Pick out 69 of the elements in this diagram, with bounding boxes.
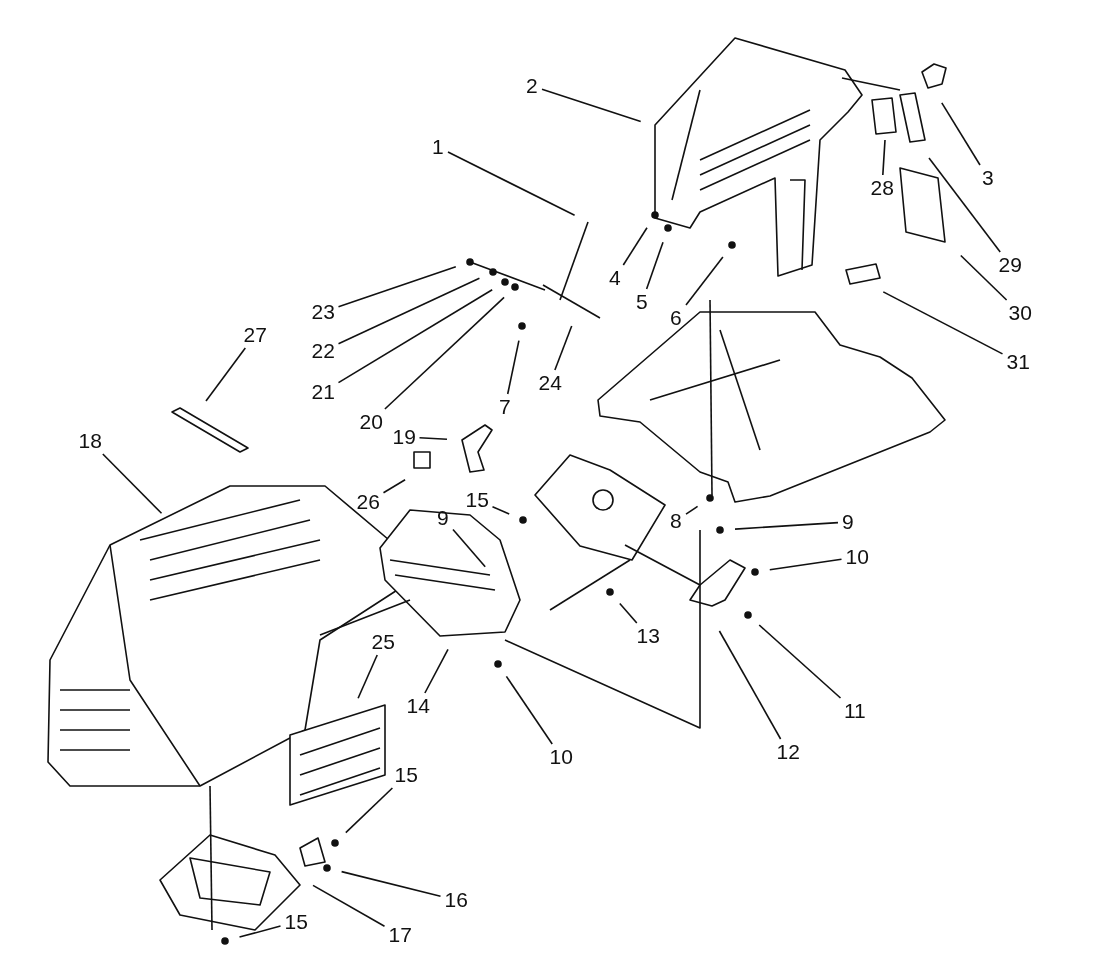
leader-line	[554, 325, 573, 371]
leader-line	[384, 296, 505, 410]
callout-number: 24	[537, 372, 563, 394]
leader-line	[758, 624, 842, 699]
leader-line	[734, 521, 839, 530]
leader-line	[424, 648, 449, 694]
leader-line	[769, 558, 843, 571]
leader-line	[941, 102, 981, 166]
leader-line	[102, 453, 163, 515]
callout-number: 2	[525, 75, 539, 97]
leader-line	[452, 528, 486, 568]
callout-number: 15	[464, 489, 490, 511]
callout-number: 5	[635, 291, 649, 313]
leader-line	[345, 787, 394, 834]
callout-number: 17	[387, 924, 413, 946]
leader-line	[882, 291, 1004, 355]
leader-line	[382, 478, 406, 494]
leader-line	[491, 505, 510, 515]
leader-line	[645, 241, 664, 290]
callout-number: 3	[981, 167, 995, 189]
callout-number: 9	[841, 511, 855, 533]
leader-line	[505, 675, 553, 745]
callout-number: 27	[242, 324, 268, 346]
callout-number: 15	[283, 911, 309, 933]
leader-line	[447, 151, 576, 217]
callout-number: 23	[310, 301, 336, 323]
callout-number: 8	[669, 510, 683, 532]
callout-number: 6	[669, 307, 683, 329]
leader-line	[622, 226, 648, 266]
leader-line	[685, 256, 724, 306]
callout-number: 11	[843, 700, 867, 722]
callout-number: 28	[869, 177, 895, 199]
leader-line	[619, 602, 638, 624]
leader-line	[337, 289, 493, 384]
leader-line	[541, 88, 642, 123]
callout-number: 31	[1005, 351, 1031, 373]
callout-number: 18	[77, 430, 103, 452]
leader-line	[337, 266, 457, 308]
callout-number: 10	[844, 546, 870, 568]
callout-number: 16	[443, 889, 469, 911]
leader-line	[238, 925, 282, 938]
leader-line	[685, 505, 699, 515]
callout-number: 12	[775, 741, 801, 763]
leader-line	[928, 157, 1001, 253]
leader-line	[357, 654, 378, 700]
leader-line	[960, 254, 1008, 301]
callout-number: 22	[310, 340, 336, 362]
leader-line	[205, 347, 247, 402]
leader-line	[418, 437, 448, 440]
callout-number: 13	[635, 625, 661, 647]
callout-number: 20	[358, 411, 384, 433]
callout-number: 15	[393, 764, 419, 786]
callout-number: 26	[355, 491, 381, 513]
callout-number: 4	[608, 267, 622, 289]
leader-line	[882, 139, 886, 176]
callout-number: 19	[391, 426, 417, 448]
leader-line	[337, 277, 481, 345]
leader-line	[312, 884, 386, 927]
leader-line	[506, 339, 520, 395]
callout-number: 29	[997, 254, 1023, 276]
leader-line	[340, 870, 442, 897]
callout-number: 30	[1007, 302, 1033, 324]
callout-number: 25	[370, 631, 396, 653]
callout-number: 21	[310, 381, 336, 403]
callout-number: 10	[548, 746, 574, 768]
callout-number: 14	[405, 695, 431, 717]
leader-line	[718, 630, 782, 740]
callout-number: 7	[498, 396, 512, 418]
callout-number: 1	[431, 136, 445, 158]
